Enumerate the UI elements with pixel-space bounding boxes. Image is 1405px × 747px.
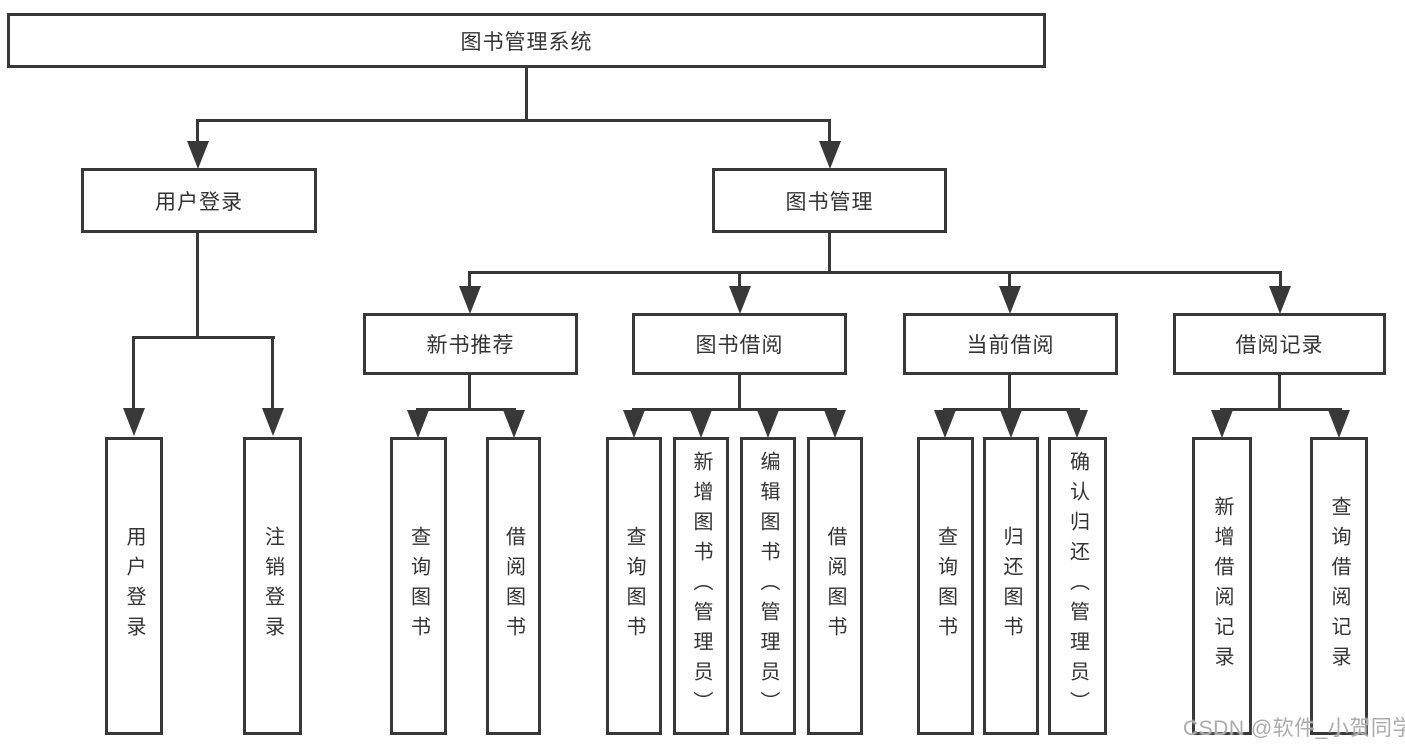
node-label: 新书推荐 bbox=[426, 334, 515, 357]
node-borrow-records: 借阅记录 bbox=[1173, 313, 1386, 375]
arrow-down-icon bbox=[123, 408, 145, 436]
leaf-label: 新增图书（管理员） bbox=[690, 451, 712, 721]
arrow-down-icon bbox=[999, 286, 1021, 314]
node-label: 用户登录 bbox=[155, 190, 243, 214]
leaf-borrow-books: 借阅图书 bbox=[807, 437, 863, 735]
leaf-label: 查询借阅记录 bbox=[1328, 496, 1350, 676]
leaf-query-books-current: 查询图书 bbox=[917, 437, 974, 735]
connector-line bbox=[468, 271, 1282, 274]
node-root-label: 图书管理系统 bbox=[460, 30, 593, 54]
connector-line bbox=[943, 408, 1080, 411]
leaf-label: 新增借阅记录 bbox=[1211, 496, 1233, 676]
leaf-logout: 注销登录 bbox=[243, 437, 302, 735]
connector-line bbox=[828, 233, 831, 273]
connector-line bbox=[196, 119, 831, 122]
leaf-query-books-recommend: 查询图书 bbox=[390, 437, 447, 735]
leaf-label: 用户登录 bbox=[123, 526, 145, 646]
leaf-label: 编辑图书（管理员） bbox=[757, 451, 779, 721]
node-root: 图书管理系统 bbox=[7, 13, 1046, 68]
connector-line bbox=[132, 336, 275, 339]
connector-line bbox=[525, 68, 528, 121]
connector-line bbox=[468, 375, 471, 411]
connector-line bbox=[132, 336, 135, 412]
connector-line bbox=[271, 336, 274, 412]
leaf-borrow-books-recommend: 借阅图书 bbox=[486, 437, 541, 735]
connector-line bbox=[1220, 408, 1342, 411]
node-book-borrow: 图书借阅 bbox=[632, 313, 847, 375]
leaf-edit-books-admin: 编辑图书（管理员） bbox=[740, 437, 796, 735]
connector-line bbox=[828, 119, 831, 147]
leaf-label: 借阅图书 bbox=[502, 526, 525, 646]
node-book-management: 图书管理 bbox=[712, 168, 947, 233]
arrow-down-icon bbox=[459, 286, 481, 314]
leaf-label: 查询图书 bbox=[934, 526, 957, 646]
connector-line bbox=[1278, 375, 1281, 411]
connector-line bbox=[738, 271, 741, 289]
leaf-label: 确认归还（管理员） bbox=[1066, 451, 1089, 721]
arrow-down-icon bbox=[824, 410, 846, 438]
connector-line bbox=[738, 375, 741, 411]
node-user-login: 用户登录 bbox=[81, 168, 317, 233]
arrow-down-icon bbox=[407, 410, 429, 438]
leaf-label: 借阅图书 bbox=[824, 526, 846, 646]
leaf-label: 归还图书 bbox=[1000, 526, 1022, 646]
leaf-confirm-return-admin: 确认归还（管理员） bbox=[1048, 437, 1107, 735]
connector-line bbox=[1008, 271, 1011, 289]
arrow-down-icon bbox=[1269, 286, 1291, 314]
connector-line bbox=[632, 408, 837, 411]
connector-line bbox=[196, 233, 199, 339]
node-current-borrow: 当前借阅 bbox=[903, 313, 1118, 375]
node-label: 借阅记录 bbox=[1235, 334, 1324, 357]
arrow-down-icon bbox=[757, 410, 779, 438]
leaf-user-login: 用户登录 bbox=[105, 437, 163, 735]
leaf-label: 查询图书 bbox=[623, 526, 645, 646]
arrow-down-icon bbox=[623, 410, 645, 438]
node-label: 图书借阅 bbox=[695, 334, 784, 357]
csdn-watermark: CSDN @软件_小贺同学 bbox=[1183, 717, 1405, 740]
connector-line bbox=[1279, 271, 1282, 289]
arrow-down-icon bbox=[690, 410, 712, 438]
connector-line bbox=[1008, 375, 1011, 411]
leaf-label: 查询图书 bbox=[407, 526, 430, 646]
arrow-down-icon bbox=[819, 141, 841, 169]
connector-line bbox=[196, 119, 199, 147]
node-label: 图书管理 bbox=[785, 190, 874, 214]
arrow-down-icon bbox=[1328, 410, 1350, 438]
leaf-add-books-admin: 新增图书（管理员） bbox=[673, 437, 729, 735]
arrow-down-icon bbox=[934, 410, 956, 438]
arrow-down-icon bbox=[1000, 410, 1022, 438]
connector-line bbox=[468, 271, 471, 289]
node-label: 当前借阅 bbox=[966, 334, 1055, 357]
connector-line bbox=[416, 408, 516, 411]
arrow-down-icon bbox=[729, 286, 751, 314]
arrow-down-icon bbox=[1211, 410, 1233, 438]
arrow-down-icon bbox=[1066, 410, 1088, 438]
arrow-down-icon bbox=[262, 408, 284, 436]
arrow-down-icon bbox=[503, 410, 525, 438]
arrow-down-icon bbox=[187, 141, 209, 169]
leaf-return-books: 归还图书 bbox=[983, 437, 1039, 735]
leaf-query-borrow-record: 查询借阅记录 bbox=[1310, 437, 1368, 735]
leaf-label: 注销登录 bbox=[261, 526, 284, 646]
node-new-book-recommend: 新书推荐 bbox=[363, 313, 578, 375]
leaf-add-borrow-record: 新增借阅记录 bbox=[1192, 437, 1252, 735]
leaf-query-books-borrow: 查询图书 bbox=[606, 437, 662, 735]
